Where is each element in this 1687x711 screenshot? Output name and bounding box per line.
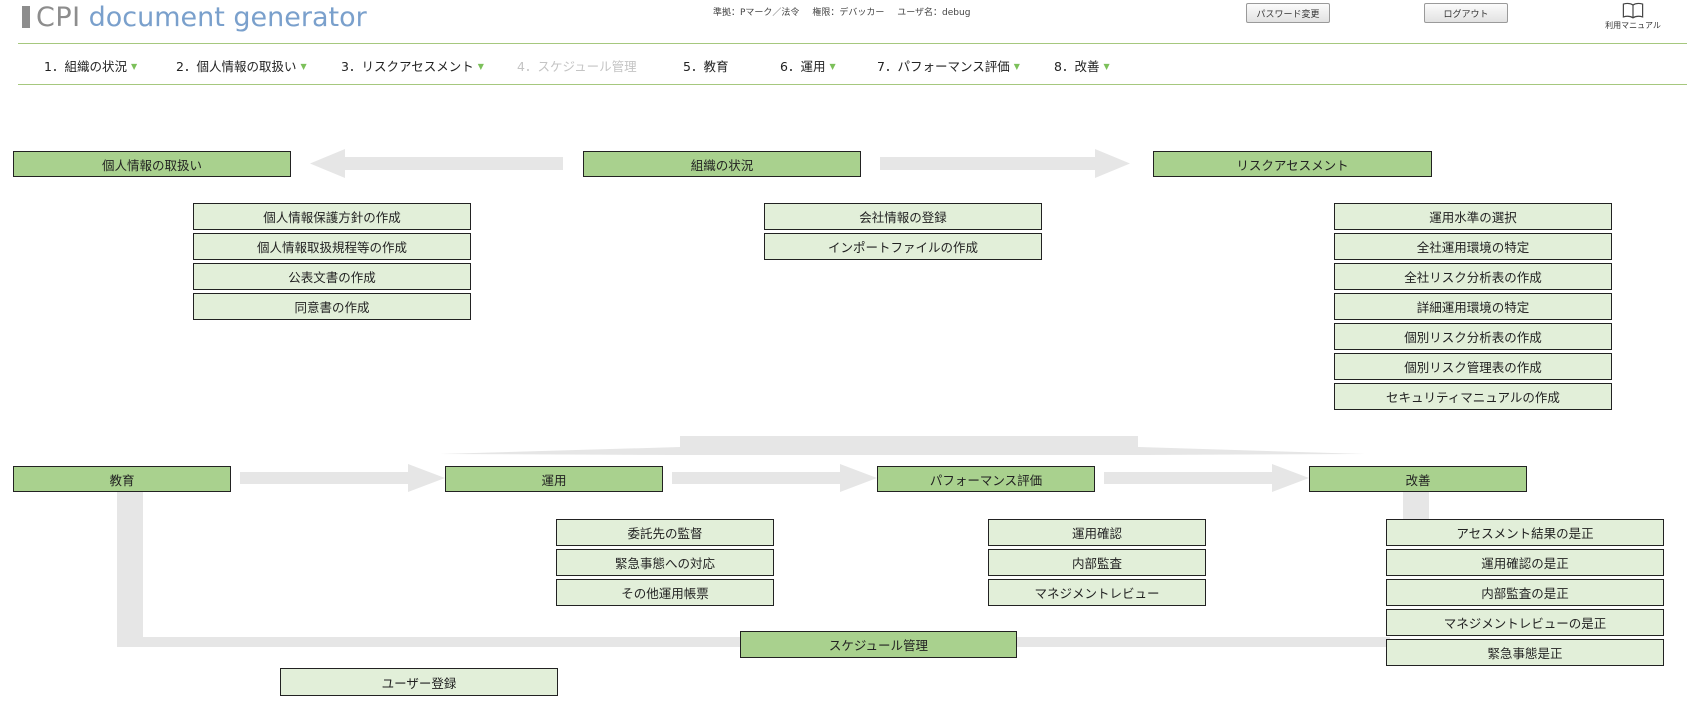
logo-bar xyxy=(22,6,30,28)
loop-left-vertical xyxy=(117,492,143,647)
caret-down-icon: ▼ xyxy=(477,62,484,71)
nav-label: 2．個人情報の取扱い xyxy=(176,59,297,74)
nav-education[interactable]: 5．教育 xyxy=(683,56,728,75)
arrow-ops-to-perf xyxy=(672,464,877,492)
link-import-file[interactable]: インポートファイルの作成 xyxy=(764,233,1042,260)
link-company-environment[interactable]: 全社運用環境の特定 xyxy=(1334,233,1612,260)
header-divider xyxy=(18,43,1687,44)
flow-performance[interactable]: パフォーマンス評価 xyxy=(877,466,1095,492)
link-internal-audit[interactable]: 内部監査 xyxy=(988,549,1206,576)
manual-label: 利用マニュアル xyxy=(1605,21,1661,30)
link-privacy-policy[interactable]: 個人情報保護方針の作成 xyxy=(193,203,471,230)
nav-operation[interactable]: 6．運用▼ xyxy=(780,56,836,75)
nav-schedule: 4．スケジュール管理 xyxy=(517,56,637,75)
nav-improvement[interactable]: 8．改善▼ xyxy=(1054,56,1110,75)
book-icon xyxy=(1622,2,1644,19)
logo-prefix: CPI xyxy=(36,1,81,33)
link-security-manual[interactable]: セキュリティマニュアルの作成 xyxy=(1334,383,1612,410)
arrow-org-to-risk xyxy=(880,149,1130,178)
logout-button[interactable]: ログアウト xyxy=(1424,3,1508,23)
nav-organization[interactable]: 1．組織の状況▼ xyxy=(44,56,137,75)
arrow-curve-top xyxy=(440,436,1365,455)
link-handling-rules[interactable]: 個人情報取扱規程等の作成 xyxy=(193,233,471,260)
username-label: ユーザ名：debug xyxy=(897,8,971,18)
link-assessment-correction[interactable]: アセスメント結果の是正 xyxy=(1386,519,1664,546)
link-operation-check[interactable]: 運用確認 xyxy=(988,519,1206,546)
standard-label: 準拠：Pマーク／法令 xyxy=(713,8,800,18)
link-public-document[interactable]: 公表文書の作成 xyxy=(193,263,471,290)
link-other-forms[interactable]: その他運用帳票 xyxy=(556,579,774,606)
flow-risk-assessment[interactable]: リスクアセスメント xyxy=(1153,151,1432,177)
caret-down-icon: ▼ xyxy=(130,62,138,71)
link-operation-check-correction[interactable]: 運用確認の是正 xyxy=(1386,549,1664,576)
flow-operation[interactable]: 運用 xyxy=(445,466,663,492)
logo-suffix: document generator xyxy=(88,1,367,33)
loop-bottom-right xyxy=(1015,637,1390,647)
link-internal-audit-correction[interactable]: 内部監査の是正 xyxy=(1386,579,1664,606)
manual-link[interactable]: 利用マニュアル xyxy=(1598,2,1668,31)
link-company-registration[interactable]: 会社情報の登録 xyxy=(764,203,1042,230)
caret-down-icon: ▼ xyxy=(300,62,307,71)
loop-bottom-left xyxy=(117,637,740,647)
link-user-registration[interactable]: ユーザー登録 xyxy=(280,668,558,696)
loop-right-vertical xyxy=(1403,492,1429,520)
link-management-review[interactable]: マネジメントレビュー xyxy=(988,579,1206,606)
role-label: 権限：デバッカー xyxy=(812,8,885,18)
flow-improvement[interactable]: 改善 xyxy=(1309,466,1527,492)
link-individual-risk-management[interactable]: 個別リスク管理表の作成 xyxy=(1334,353,1612,380)
nav-label: 3．リスクアセスメント xyxy=(341,59,474,74)
arrow-edu-to-ops xyxy=(240,464,445,492)
link-contractor-supervision[interactable]: 委託先の監督 xyxy=(556,519,774,546)
flow-personal-info[interactable]: 個人情報の取扱い xyxy=(13,151,291,177)
user-info: 準拠：Pマーク／法令 権限：デバッカー ユーザ名：debug xyxy=(713,5,980,18)
caret-down-icon: ▼ xyxy=(829,62,836,71)
nav-label: 8．改善 xyxy=(1054,59,1100,74)
nav-label: 4．スケジュール管理 xyxy=(517,59,637,74)
flow-schedule[interactable]: スケジュール管理 xyxy=(740,631,1017,658)
nav-divider xyxy=(18,84,1687,85)
link-detail-environment[interactable]: 詳細運用環境の特定 xyxy=(1334,293,1612,320)
nav-personal-info[interactable]: 2．個人情報の取扱い▼ xyxy=(176,56,307,75)
link-company-risk-table[interactable]: 全社リスク分析表の作成 xyxy=(1334,263,1612,290)
caret-down-icon: ▼ xyxy=(1103,62,1110,71)
nav-label: 6．運用 xyxy=(780,59,826,74)
caret-down-icon: ▼ xyxy=(1013,62,1020,71)
nav-risk-assessment[interactable]: 3．リスクアセスメント▼ xyxy=(341,56,484,75)
nav-label: 5．教育 xyxy=(683,59,729,74)
link-emergency-correction[interactable]: 緊急事態是正 xyxy=(1386,639,1664,666)
password-change-button[interactable]: パスワード変更 xyxy=(1246,3,1330,23)
flow-organization[interactable]: 組織の状況 xyxy=(583,151,861,177)
nav-label: 7．パフォーマンス評価 xyxy=(877,59,1010,74)
nav-label: 1．組織の状況 xyxy=(44,59,127,74)
flow-education[interactable]: 教育 xyxy=(13,466,231,492)
app-logo[interactable]: CPI document generator xyxy=(22,0,367,34)
link-consent-form[interactable]: 同意書の作成 xyxy=(193,293,471,320)
arrow-org-to-personal xyxy=(310,149,563,178)
link-individual-risk-analysis[interactable]: 個別リスク分析表の作成 xyxy=(1334,323,1612,350)
nav-performance[interactable]: 7．パフォーマンス評価▼ xyxy=(877,56,1020,75)
link-management-review-correction[interactable]: マネジメントレビューの是正 xyxy=(1386,609,1664,636)
link-emergency-response[interactable]: 緊急事態への対応 xyxy=(556,549,774,576)
arrow-perf-to-imp xyxy=(1104,464,1309,492)
link-operation-level[interactable]: 運用水準の選択 xyxy=(1334,203,1612,230)
